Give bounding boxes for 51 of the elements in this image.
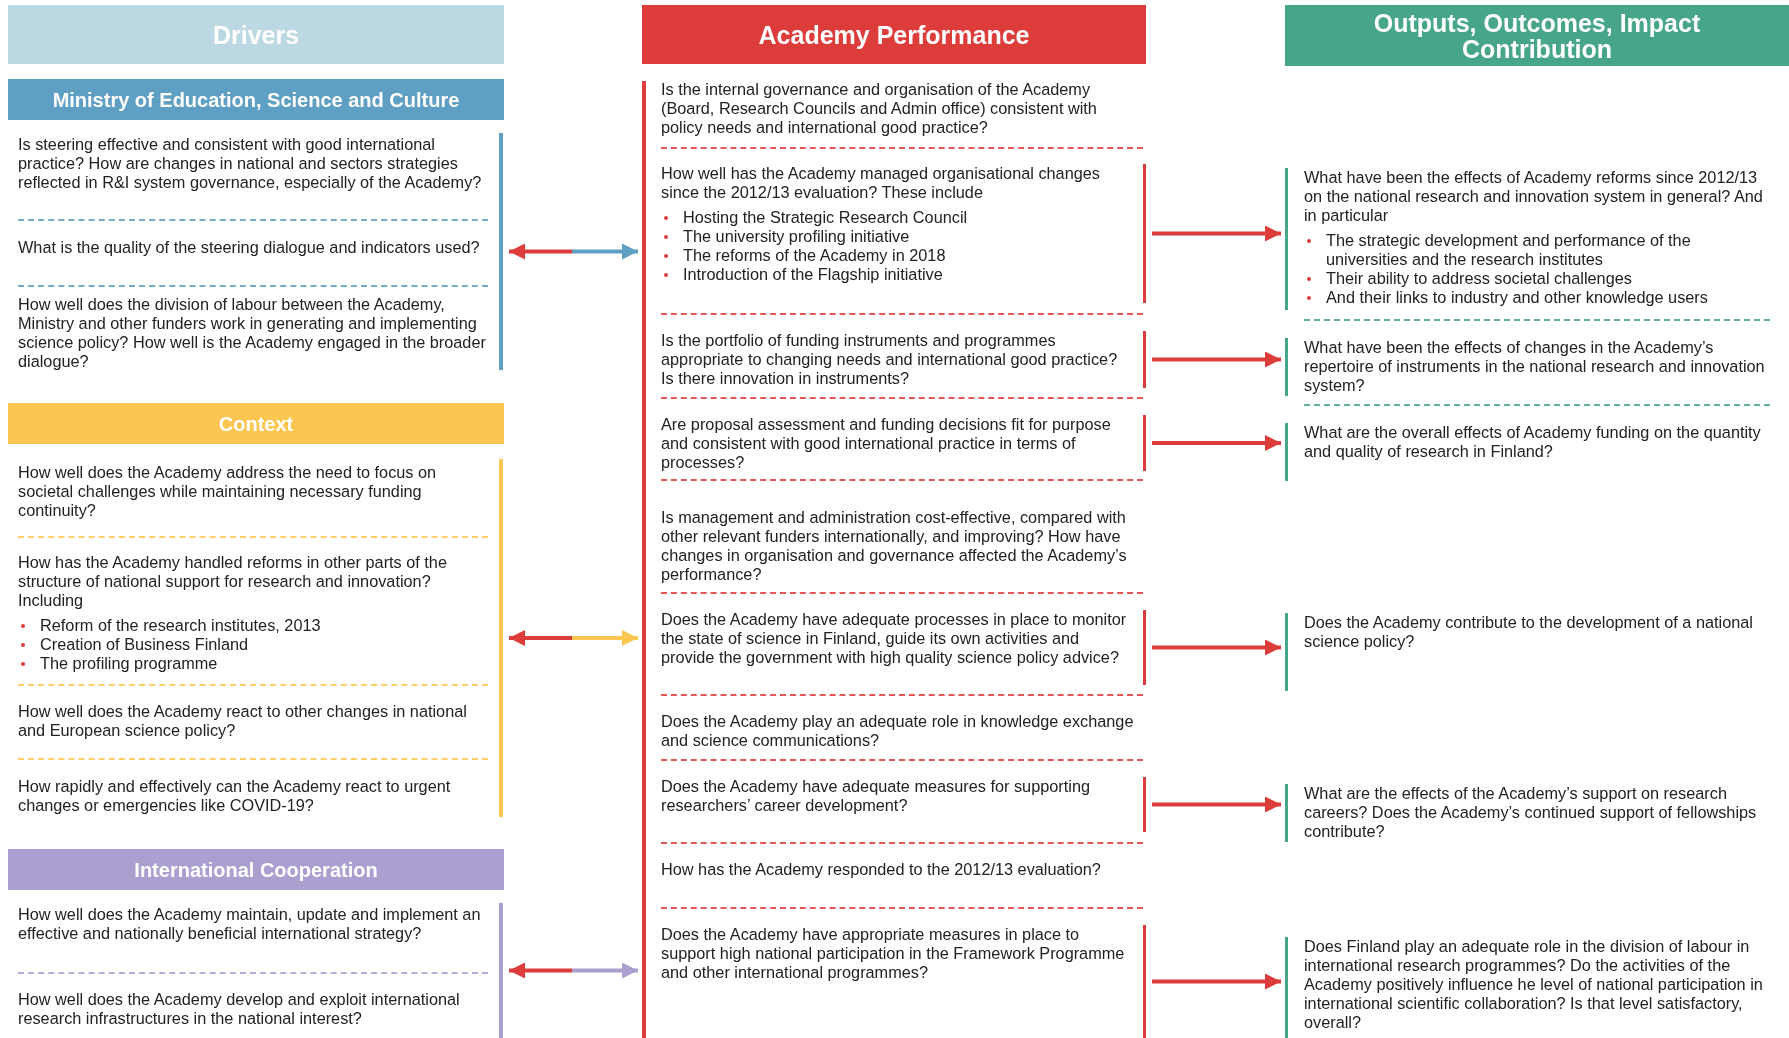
column-header: Academy Performance [642, 5, 1146, 64]
question-text: How well does the Academy react to other changes in national and European science policy? [18, 702, 488, 742]
question-text: How rapidly and effectively can the Academy react to urgent changes or emergencies like COVID-19? [18, 777, 500, 817]
question-text: Is the portfolio of funding instruments and programmes appropriate to changing needs and international good practice? Is there innovation in instruments? [661, 331, 1119, 388]
question-text: Is steering effective and consistent with good international practice? How are changes in national and sectors strategies reflected in R&I system governance, especially of the Academy? [18, 135, 488, 210]
question-text: Does the Academy play an adequate role in knowledge exchange and science communications? [661, 712, 1141, 752]
bullet-item: Their ability to address societal challenges [1304, 269, 1775, 288]
question-text: How has the Academy responded to the 2012/13 evaluation? [661, 860, 1141, 885]
connector-arrow [1152, 796, 1281, 813]
connector-arrow [509, 962, 638, 979]
connector-arrow [1152, 225, 1281, 242]
question-text: What are the effects of the Academy’s support on research careers? Does the Academy’s continued support of fellowships contribute? [1304, 784, 1758, 841]
question-text: What have been the effects of changes in the Academy’s repertoire of instruments in the national research and innovation system? [1304, 338, 1766, 395]
question-text: How well does the Academy develop and exploit international research infrastructures in the national interest? [18, 990, 500, 1030]
connector-arrow [1152, 973, 1281, 990]
question-text: Does the Academy have appropriate measures in place to support high national participation in the Framework Programme and other international programmes? [661, 925, 1126, 982]
question-text: Is the internal governance and organisation of the Academy (Board, Research Councils and Admin office) consistent with policy needs and international good practice? [661, 80, 1141, 140]
question-text: How well does the Academy maintain, update and implement an effective and nationally beneficial international strategy? [18, 905, 500, 965]
question-text: Does the Academy contribute to the development of a national science policy? [1304, 613, 1754, 651]
bullet-item: Hosting the Strategic Research Council [661, 208, 1127, 227]
question-text: Are proposal assessment and funding decisions fit for purpose and consistent with good international practice in terms of processes? [661, 415, 1112, 472]
column-header: Drivers [8, 5, 504, 64]
connector-arrow [509, 630, 638, 646]
bullet-item: Introduction of the Flagship initiative [661, 265, 1127, 284]
column-header: Outputs, Outcomes, Impact Contribution [1285, 5, 1789, 66]
bracket-line-group [642, 81, 1147, 1038]
bullet-item: Creation of Business Finland [18, 635, 493, 654]
connector-arrow [1152, 435, 1281, 451]
connector-arrow [509, 243, 638, 260]
connector-arrow [1152, 639, 1281, 656]
question-text: How has the Academy handled reforms in other parts of the structure of national support for research and innovation? Including [18, 553, 448, 610]
section-header: Ministry of Education, Science and Culture [8, 79, 504, 120]
question-text: What are the overall effects of Academy funding on the quantity and quality of research in Finland? [1304, 423, 1762, 461]
bullet-item: Reform of the research institutes, 2013 [18, 616, 493, 635]
bullet-item: And their links to industry and other knowledge users [1304, 288, 1775, 307]
question-text: How well has the Academy managed organisational changes since the 2012/13 evaluation? These include [661, 164, 1101, 202]
question-text: How well does the division of labour between the Academy, Ministry and other funders work in generating and implementing science policy? How well is the Academy engaged in the broader dialogue? [18, 295, 493, 370]
bullet-item: The university profiling initiative [661, 227, 1127, 246]
bullet-item: The strategic development and performance of the universities and the research institutes [1304, 231, 1775, 269]
section-header: International Cooperation [8, 849, 504, 890]
question-text: How well does the Academy address the need to focus on societal challenges while maintaining necessary funding continuity? [18, 463, 488, 521]
section-header: Context [8, 403, 504, 444]
question-text: Does the Academy have adequate measures for supporting researchers’ career development? [661, 777, 1091, 815]
question-text: Does Finland play an adequate role in the division of labour in international research programmes? Do the activities of the Academy positively influence he level of national participation in international scientific collaboration? Is that level satisfactory, overall? [1304, 937, 1764, 1032]
bullet-item: The profiling programme [18, 654, 493, 673]
connector-arrow [1152, 351, 1281, 368]
bullet-item: The reforms of the Academy in 2018 [661, 246, 1127, 265]
question-text: Is management and administration cost-effective, compared with other relevant funders internationally, and improving? How have changes in organisation and governance affected the Academy’s performance? [661, 508, 1141, 586]
question-text: What have been the effects of Academy reforms since 2012/13 on the national research and innovation system in general? And in particular [1304, 168, 1764, 225]
question-text: What is the quality of the steering dialogue and indicators used? [18, 238, 488, 278]
question-text: Does the Academy have adequate processes in place to monitor the state of science in Finland, guide its own activities and provide the government with high quality science policy advice? [661, 610, 1127, 667]
